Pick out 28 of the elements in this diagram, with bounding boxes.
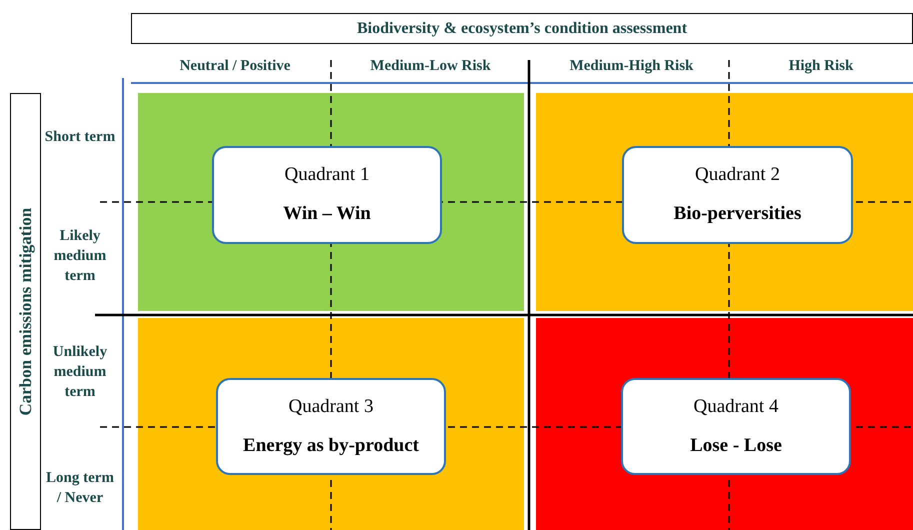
column-label: Medium-Low Risk: [370, 57, 491, 76]
quadrant-area: [536, 93, 913, 311]
quadrant-area: [138, 318, 524, 530]
quadrant-card: [216, 378, 446, 475]
row-label: Likely medium term: [52, 227, 108, 286]
quadrant-card: [212, 146, 442, 244]
row-label: Long term / Never: [45, 469, 115, 508]
quadrant-card: [621, 378, 851, 475]
column-label: Medium-High Risk: [570, 57, 694, 76]
quadrant-number: Quadrant 1: [284, 163, 370, 188]
axis-label-box: [10, 93, 41, 530]
quadrant-card: [622, 146, 853, 244]
quadrant-title: Win – Win: [283, 202, 371, 226]
quadrant-title: Lose - Lose: [690, 434, 782, 458]
quadrant-title: Bio-perversities: [674, 202, 802, 226]
quadrant-number: Quadrant 3: [288, 395, 374, 419]
column-label: Neutral / Positive: [180, 57, 290, 76]
axis-title: Carbon emissions mitigation: [14, 208, 36, 416]
header-title: Biodiversity & ecosystem’s condition assessment: [356, 18, 688, 38]
quadrant-title: Energy as by-product: [243, 434, 419, 458]
quadrant-area: [138, 93, 524, 311]
header-box: [131, 13, 913, 44]
row-label: Unlikely medium term: [52, 343, 108, 402]
row-label: Short term: [44, 128, 116, 147]
quadrant-number: Quadrant 2: [695, 163, 780, 188]
quadrant-number: Quadrant 4: [694, 395, 778, 419]
column-label: High Risk: [788, 57, 854, 76]
quadrant-area: [536, 318, 913, 530]
